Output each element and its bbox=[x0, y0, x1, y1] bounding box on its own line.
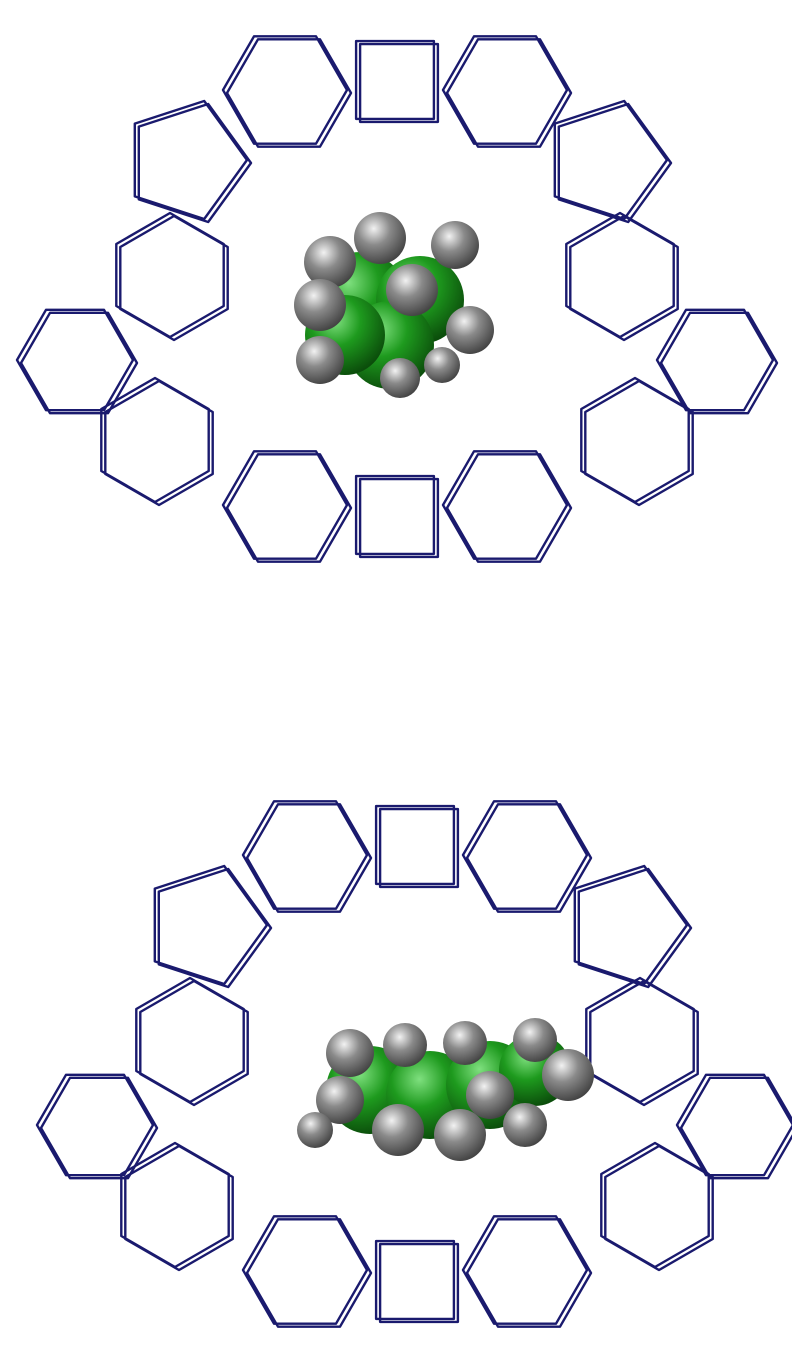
framework-top bbox=[15, 35, 779, 563]
framework-ring bbox=[221, 450, 349, 560]
framework-ring bbox=[585, 976, 695, 1104]
panel-bottom bbox=[35, 800, 792, 1328]
framework-bottom bbox=[35, 800, 792, 1328]
hydrogen-atom bbox=[316, 1076, 364, 1124]
framework-ring bbox=[655, 308, 775, 412]
framework-ring bbox=[225, 453, 353, 563]
framework-ring bbox=[115, 211, 225, 339]
framework-ring bbox=[358, 477, 440, 559]
guest-molecule-top bbox=[294, 212, 494, 398]
framework-ring bbox=[39, 1076, 159, 1180]
framework-ring bbox=[553, 99, 669, 221]
framework-ring bbox=[19, 311, 139, 415]
framework-ring bbox=[465, 803, 593, 913]
framework-ring bbox=[157, 867, 273, 989]
framework-ring bbox=[241, 1215, 369, 1325]
hydrogen-atom bbox=[443, 1021, 487, 1065]
framework-ring bbox=[589, 979, 699, 1107]
framework-ring bbox=[104, 379, 214, 507]
framework-ring bbox=[465, 1218, 593, 1328]
framework-ring bbox=[133, 99, 249, 221]
framework-ring bbox=[225, 38, 353, 148]
framework-ring bbox=[679, 1076, 792, 1180]
hydrogen-atom bbox=[383, 1023, 427, 1067]
hydrogen-atom bbox=[446, 306, 494, 354]
hydrogen-atom bbox=[513, 1018, 557, 1062]
panel-top bbox=[15, 35, 779, 563]
framework-ring bbox=[441, 450, 569, 560]
framework-ring bbox=[15, 308, 135, 412]
hydrogen-atom bbox=[297, 1112, 333, 1148]
framework-ring bbox=[374, 804, 456, 886]
framework-ring bbox=[557, 102, 673, 224]
framework-ring bbox=[378, 1242, 460, 1324]
hydrogen-atom bbox=[434, 1109, 486, 1161]
framework-ring bbox=[659, 311, 779, 415]
hydrogen-atom bbox=[304, 236, 356, 288]
framework-ring bbox=[600, 1141, 710, 1269]
framework-ring bbox=[577, 867, 693, 989]
hydrogen-atom bbox=[326, 1029, 374, 1077]
guest-molecule-bottom bbox=[297, 1018, 594, 1161]
framework-ring bbox=[241, 800, 369, 910]
framework-ring bbox=[461, 1215, 589, 1325]
framework-ring bbox=[441, 35, 569, 145]
framework-ring bbox=[137, 102, 253, 224]
framework-ring bbox=[374, 1239, 456, 1321]
framework-ring bbox=[378, 807, 460, 889]
hydrogen-atom bbox=[354, 212, 406, 264]
framework-ring bbox=[35, 1073, 155, 1177]
hydrogen-atom bbox=[386, 264, 438, 316]
hydrogen-atom bbox=[424, 347, 460, 383]
framework-ring bbox=[445, 453, 573, 563]
framework-ring bbox=[221, 35, 349, 145]
hydrogen-atom bbox=[503, 1103, 547, 1147]
hydrogen-atom bbox=[294, 279, 346, 331]
framework-ring bbox=[573, 864, 689, 986]
framework-ring bbox=[675, 1073, 792, 1177]
framework-ring bbox=[358, 42, 440, 124]
hydrogen-atom bbox=[466, 1071, 514, 1119]
hydrogen-atom bbox=[372, 1104, 424, 1156]
framework-ring bbox=[139, 979, 249, 1107]
framework-ring bbox=[153, 864, 269, 986]
framework-ring bbox=[119, 214, 229, 342]
framework-ring bbox=[461, 800, 589, 910]
hydrogen-atom bbox=[296, 336, 344, 384]
framework-ring bbox=[580, 376, 690, 504]
framework-ring bbox=[354, 474, 436, 556]
framework-ring bbox=[584, 379, 694, 507]
hydrogen-atom bbox=[542, 1049, 594, 1101]
framework-ring bbox=[569, 214, 679, 342]
framework-ring bbox=[124, 1144, 234, 1272]
framework-ring bbox=[135, 976, 245, 1104]
hydrogen-atom bbox=[431, 221, 479, 269]
framework-ring bbox=[245, 803, 373, 913]
hydrogen-atom bbox=[380, 358, 420, 398]
framework-ring bbox=[245, 1218, 373, 1328]
framework-ring bbox=[354, 39, 436, 121]
framework-ring bbox=[565, 211, 675, 339]
framework-ring bbox=[604, 1144, 714, 1272]
framework-ring bbox=[445, 38, 573, 148]
